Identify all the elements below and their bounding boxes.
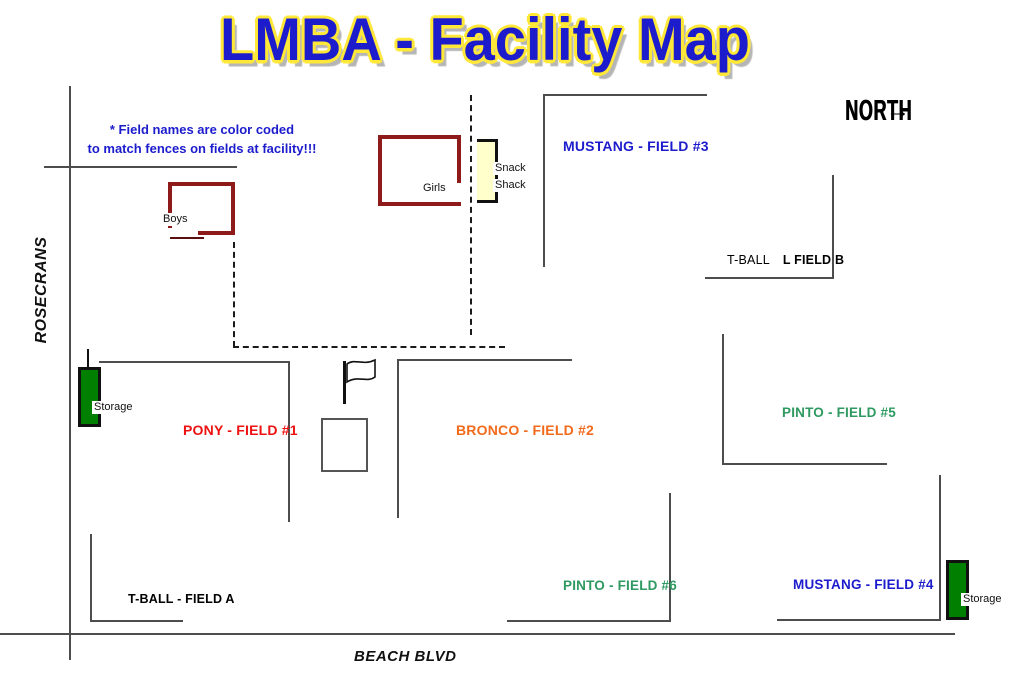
announcer-booth — [321, 418, 368, 472]
pony1-field-label: PONY - FIELD #1 — [183, 422, 298, 438]
snack-shack-label-line2: Shack — [493, 179, 528, 192]
color-code-note: * Field names are color coded to match f… — [52, 120, 352, 158]
tball-a-field-label: T-BALL - FIELD A — [128, 592, 235, 606]
note-line-1: * Field names are color coded — [109, 122, 295, 137]
bronco2-fence-left — [397, 359, 399, 518]
mustang4-fence-right — [939, 475, 941, 621]
page-title: LMBA - Facility Map — [220, 5, 750, 74]
storage-west-building — [78, 367, 101, 427]
tball-b-fence-bottom — [705, 277, 834, 279]
pony1-fence-top — [99, 361, 290, 363]
tball-b-field-label: T-BALL L FIELD B — [727, 251, 844, 267]
mustang4-field-label: MUSTANG - FIELD #4 — [793, 577, 934, 592]
mustang4-fence-bottom — [777, 619, 941, 621]
pinto5-fence-bottom — [722, 463, 887, 465]
boys-restroom-wall-bottom — [198, 231, 235, 235]
mustang3-fence-top — [543, 94, 707, 96]
north-label: NORTH — [845, 95, 913, 127]
pinto6-field-label: PINTO - FIELD #6 — [563, 578, 677, 593]
tball-b-label-prefix: T-BALL — [727, 253, 770, 267]
boys-restroom-wall-right — [231, 182, 235, 235]
beach-blvd-street-line — [0, 633, 955, 635]
tball-a-fence-bottom — [90, 620, 183, 622]
boys-restroom-walk-line — [170, 237, 204, 239]
boys-restroom-wall-top — [168, 182, 235, 186]
mustang3-field-label: MUSTANG - FIELD #3 — [563, 138, 709, 154]
bronco2-fence-top — [397, 359, 572, 361]
pinto6-fence-bottom — [507, 620, 671, 622]
rosecrans-street-label: ROSECRANS — [33, 236, 50, 344]
tball-b-label-suffix: L FIELD B — [782, 253, 845, 267]
flag-pole — [343, 361, 346, 404]
tball-b-fence-right — [832, 175, 834, 279]
entrance-path-line — [44, 166, 237, 168]
pony1-fence-right — [288, 361, 290, 522]
tball-a-fence-left — [90, 534, 92, 622]
storage-east-label: Storage — [961, 593, 1004, 606]
boys-restroom-label: Boys — [161, 213, 190, 226]
storage-west-pole — [87, 349, 89, 367]
storage-east-building — [946, 560, 969, 620]
girls-restroom-wall-right — [457, 135, 461, 183]
north-arrow-icon: → — [886, 97, 910, 124]
mustang3-fence-left — [543, 94, 545, 267]
pinto6-fence-right — [669, 493, 671, 622]
walkway-dashed-line-vertical-west — [233, 242, 235, 347]
walkway-dashed-line-horizontal — [233, 346, 505, 348]
walkway-dashed-line-vertical-east — [470, 95, 472, 335]
beach-blvd-street-label: BEACH BLVD — [354, 648, 457, 665]
girls-restroom-wall-bottom — [378, 202, 461, 206]
snack-shack-label-line1: Snack — [493, 162, 528, 175]
girls-restroom-wall-top — [378, 135, 461, 139]
girls-restroom-label: Girls — [421, 182, 448, 195]
pinto5-field-label: PINTO - FIELD #5 — [782, 405, 896, 420]
boys-restroom-wall-left — [168, 182, 172, 228]
note-line-2: to match fences on fields at facility!!! — [87, 141, 317, 156]
girls-restroom-wall-left — [378, 135, 382, 206]
storage-west-label: Storage — [92, 401, 135, 414]
rosecrans-street-line — [69, 86, 71, 660]
pinto5-fence-left — [722, 334, 724, 465]
flag-icon — [346, 358, 376, 384]
bronco2-field-label: BRONCO - FIELD #2 — [456, 422, 594, 438]
